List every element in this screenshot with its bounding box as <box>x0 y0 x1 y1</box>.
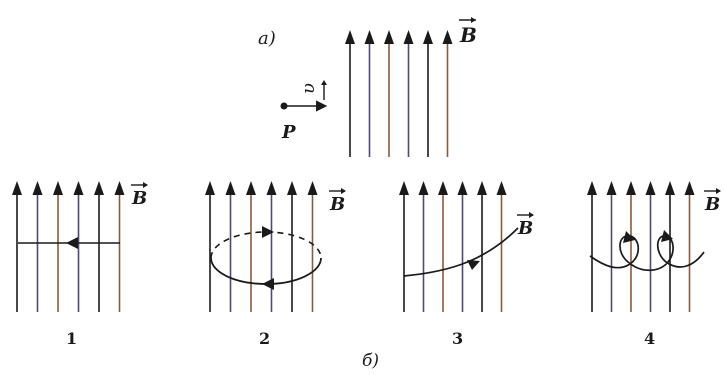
panel-1-field-arrowhead-4 <box>73 181 84 195</box>
panel-3-field-arrowhead-1 <box>399 181 409 195</box>
panel-4-field-arrowhead-5 <box>665 181 675 195</box>
panel-1-field-arrowhead-6 <box>114 181 125 195</box>
velocity-vector-arrow <box>321 80 327 100</box>
panel-3-field-arrowhead-4 <box>457 181 468 195</box>
panel-1-trajectory-arrow <box>66 237 78 249</box>
panel-3-number: 3 <box>452 329 463 348</box>
panel-4-field-arrowhead-4 <box>645 181 656 195</box>
panel-4-field-lines <box>587 181 695 312</box>
panel-4-number: 4 <box>644 329 655 348</box>
panel-4-field-arrowhead-1 <box>587 181 597 195</box>
panel-4-arrow-1 <box>623 231 635 243</box>
panel-3-field-lines <box>399 181 507 312</box>
part-b-panel-2: B 2 <box>205 181 346 348</box>
part-a: а) B P υ <box>258 17 477 157</box>
panel-4-field-arrowhead-3 <box>626 181 636 195</box>
panel-4-field-symbol: B <box>704 194 720 215</box>
part-a-field-symbol: B <box>459 23 477 47</box>
panel-4-field-arrowhead-2 <box>606 181 617 195</box>
panel-3-trajectory-arrow <box>467 260 480 270</box>
panel-1-field-arrowhead-3 <box>53 181 63 195</box>
part-b-panel-3: B 3 <box>399 181 534 348</box>
panel-2-field-arrowhead-2 <box>225 181 236 195</box>
panel-1-number: 1 <box>66 329 77 348</box>
panel-2-field-arrowhead-6 <box>307 181 318 195</box>
part-a-field-arrowhead-5 <box>423 30 433 44</box>
part-a-field-arrowhead-4 <box>403 30 414 44</box>
panel-3-field-arrowhead-6 <box>496 181 507 195</box>
panel-3-field-arrowhead-5 <box>477 181 487 195</box>
part-a-field-arrowhead-1 <box>345 30 355 44</box>
panel-2-arrow-bottom <box>262 278 274 290</box>
panel-1-field-arrowhead-5 <box>94 181 104 195</box>
panel-2-field-lines <box>205 181 318 312</box>
part-b-panel-4: B 4 <box>587 181 721 348</box>
panel-1-field-arrowhead-1 <box>12 181 22 195</box>
panel-4-field-arrowhead-6 <box>684 181 695 195</box>
part-a-label: а) <box>258 28 276 49</box>
panel-2-field-arrowhead-3 <box>246 181 256 195</box>
panel-2-arrow-top <box>262 226 274 238</box>
part-a-field-arrowhead-2 <box>364 30 375 44</box>
panel-1-field-symbol: B <box>131 188 147 209</box>
panel-2-field-arrowhead-4 <box>266 181 277 195</box>
panel-2-field-arrowhead-5 <box>287 181 297 195</box>
velocity-symbol: υ <box>298 83 319 94</box>
panel-2-number: 2 <box>259 329 270 348</box>
particle-symbol: P <box>281 122 296 143</box>
panel-2-trajectory-front <box>210 257 322 285</box>
particle-dot <box>280 102 288 110</box>
panel-4-arrow-2 <box>661 230 673 242</box>
panel-3-field-symbol: B <box>517 218 533 239</box>
panel-1-field-arrowhead-2 <box>32 181 43 195</box>
part-b-label: б) <box>362 351 379 370</box>
panel-2-field-arrowhead-1 <box>205 181 215 195</box>
panel-3-field-arrowhead-2 <box>418 181 429 195</box>
part-a-field-lines <box>345 30 453 157</box>
panel-2-trajectory-back <box>210 231 322 259</box>
part-a-field-vector-arrow <box>459 17 476 23</box>
panel-3-field-arrowhead-3 <box>438 181 448 195</box>
panel-4-trajectory <box>589 235 705 272</box>
part-b-panel-1: B 1 <box>12 181 148 348</box>
part-a-field-arrowhead-3 <box>384 30 394 44</box>
part-a-field-arrowhead-6 <box>442 30 453 44</box>
panel-1-field-lines <box>12 181 125 312</box>
panel-3-trajectory <box>403 227 519 277</box>
panel-2-field-symbol: B <box>329 194 345 215</box>
